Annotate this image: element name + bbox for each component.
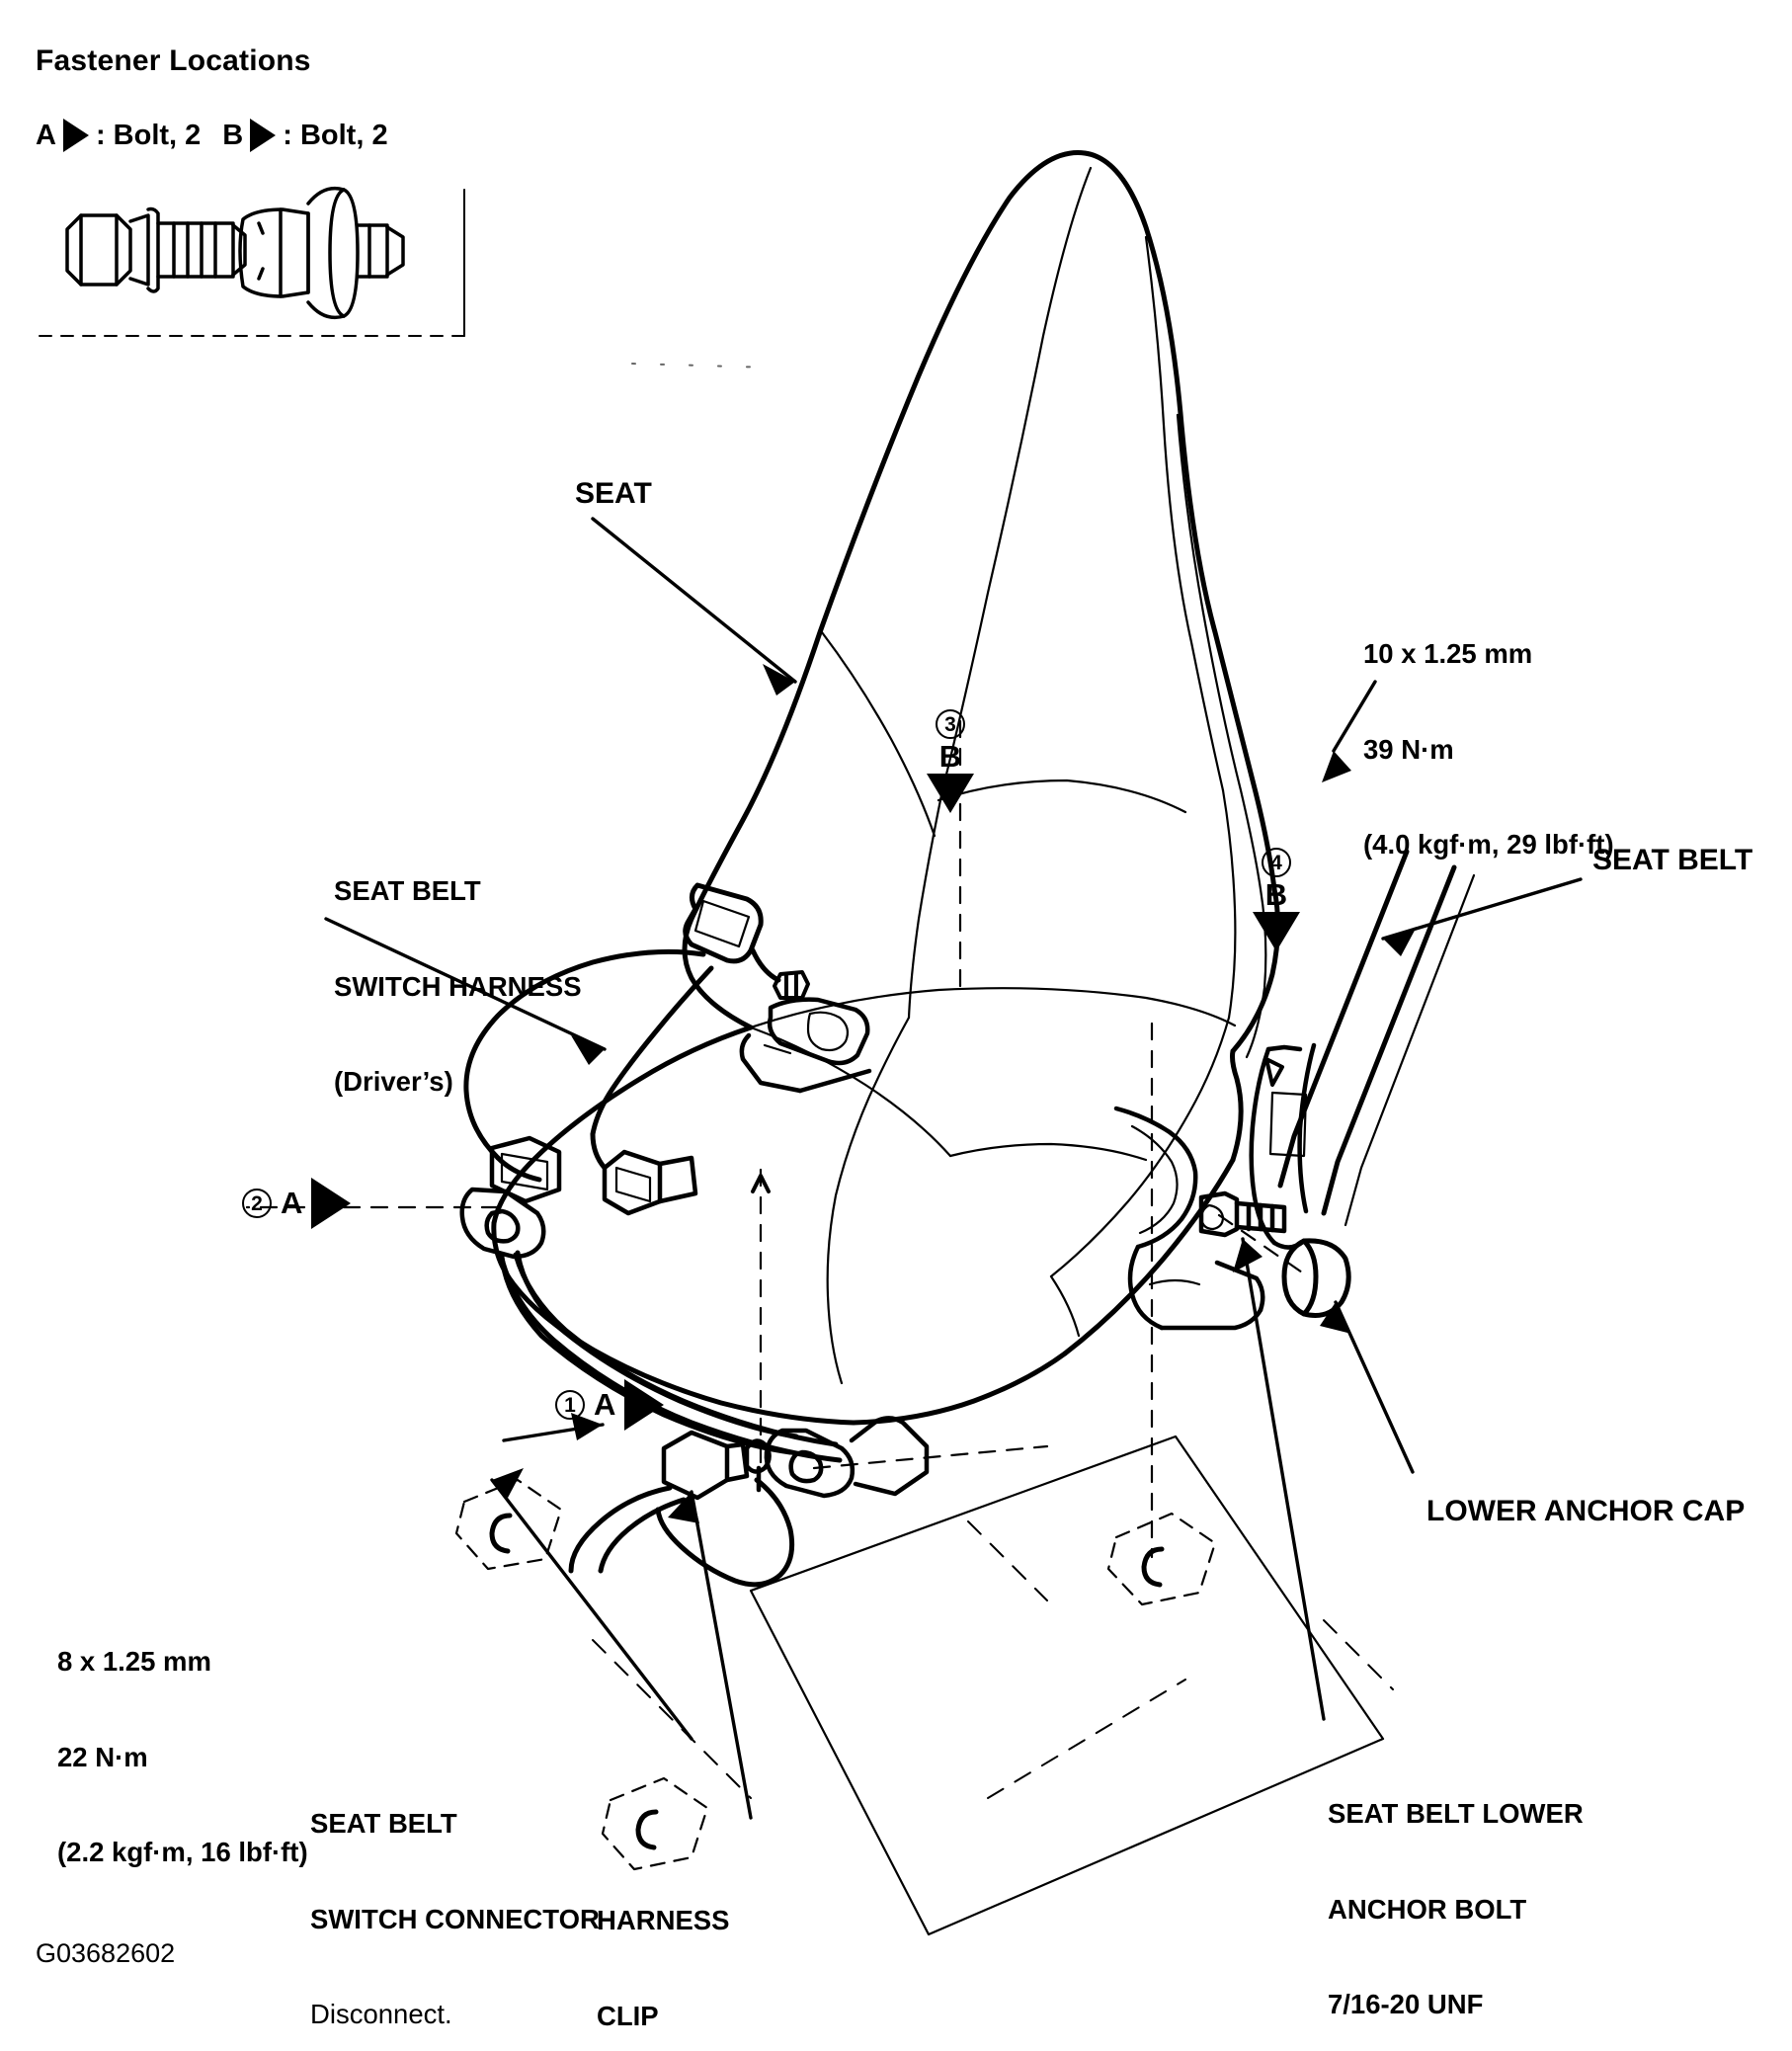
harness-line-1: SEAT BELT — [334, 875, 481, 907]
label-torque-lower: 8 x 1.25 mm 22 N·m (2.2 kgf·m, 16 lbf·ft… — [57, 1583, 308, 1932]
label-seat-belt-lower-anchor-bolt: SEAT BELT LOWER ANCHOR BOLT 7/16-20 UNF … — [1328, 1735, 1584, 2051]
triangle-right-icon — [250, 119, 277, 152]
seat-frame-bracket — [739, 997, 872, 1094]
callout-letter-a: A — [281, 1186, 303, 1220]
seat-belt-lower-anchor-bolt — [1198, 1190, 1287, 1238]
buckle-mount-bolt — [773, 970, 810, 1000]
switch-connector-note: Disconnect. — [310, 1999, 452, 2030]
floor-seam-lines — [592, 1520, 1394, 1799]
triangle-right-icon — [311, 1178, 352, 1229]
anchor-bolt-line-2: ANCHOR BOLT — [1328, 1893, 1527, 1925]
lower-harness-loop — [568, 1477, 795, 1588]
torque-lower-size: 8 x 1.25 mm — [57, 1646, 211, 1678]
seat-backrest — [689, 150, 1277, 922]
seat-belt-anchor-plate — [1249, 1042, 1317, 1250]
seat-cushion-seams — [749, 1016, 1231, 1385]
torque-lower-alt: (2.2 kgf·m, 16 lbf·ft) — [57, 1837, 308, 1868]
legend-item-b: B : Bolt, 2 — [222, 119, 388, 152]
seat-backrest-seams — [820, 166, 1263, 891]
seat-mount-foot-left — [459, 1187, 546, 1260]
floor-bolt-hole-2-center — [1141, 1546, 1165, 1588]
callout-number-1: 1 — [555, 1390, 585, 1420]
label-harness-clip: HARNESS CLIP Detach. — [597, 1842, 729, 2051]
switch-connector-line-2: SWITCH CONNECTOR — [310, 1903, 600, 1934]
triangle-down-icon — [927, 774, 974, 813]
label-seat-belt: SEAT BELT — [1592, 844, 1753, 876]
callout-number-3: 3 — [936, 709, 965, 739]
harness-connector-block — [602, 1149, 698, 1216]
seat-backrest-lower-seams — [749, 788, 1267, 1059]
label-lower-anchor-cap: LOWER ANCHOR CAP — [1426, 1495, 1746, 1527]
callout-1-bolt-a: 1 A — [555, 1379, 665, 1431]
seat-backrest-lower — [682, 886, 1281, 1054]
harness-clip — [744, 1438, 772, 1493]
seat-belt-buckle — [683, 882, 764, 964]
legend-item-a: A : Bolt, 2 — [36, 119, 201, 152]
seat-cushion — [491, 1025, 1244, 1426]
callout-number-2: 2 — [242, 1189, 272, 1218]
figure-code: G03682602 — [36, 1938, 176, 1968]
legend-key-b: B — [222, 119, 244, 151]
bolt-b-illustration — [238, 186, 405, 320]
torque-upper-alt: (4.0 kgf·m, 29 lbf·ft) — [1363, 829, 1614, 861]
floor-bolt-hole-1-center — [489, 1513, 513, 1554]
triangle-down-icon — [1253, 912, 1300, 951]
bolt-a-illustration — [65, 206, 247, 293]
label-seat-belt-switch-connector: SEAT BELT SWITCH CONNECTOR Disconnect. — [310, 1745, 600, 2051]
torque-upper-size: 10 x 1.25 mm — [1363, 638, 1533, 670]
seat-belt-buckle-stem — [750, 947, 781, 983]
seat-frame-right-detail — [1130, 1124, 1225, 1286]
triangle-right-icon — [62, 119, 89, 152]
vehicle-floor — [749, 1435, 1385, 1936]
harness-line-2: SWITCH HARNESS — [334, 970, 582, 1002]
label-seat-belt-switch-harness: SEAT BELT SWITCH HARNESS (Driver’s) — [334, 812, 582, 1162]
seat-frame-right — [1113, 1106, 1265, 1331]
harness-clip-line-2: CLIP — [597, 2000, 659, 2031]
legend-key-a: A — [36, 119, 56, 151]
torque-upper-nm: 39 N·m — [1363, 733, 1454, 765]
anchor-bolt-thread: 7/16-20 UNF — [1328, 1989, 1484, 2020]
callout-letter-a: A — [594, 1387, 616, 1422]
switch-connector-line-1: SEAT BELT — [310, 1808, 457, 1840]
label-seat: SEAT — [575, 477, 652, 510]
seat-frame-bracket-detail — [763, 1011, 850, 1055]
legend-text-a: : Bolt, 2 — [95, 119, 202, 151]
seat-belt-switch-connector — [661, 1430, 750, 1501]
scan-speckle — [631, 363, 772, 369]
callout-4-bolt-b: 4 B — [1253, 848, 1300, 951]
anchor-bolt-line-1: SEAT BELT LOWER — [1328, 1798, 1584, 1830]
seat-belt-slot — [1264, 1057, 1284, 1087]
callout-letter-b: B — [1264, 877, 1288, 912]
legend-text-b: : Bolt, 2 — [283, 119, 388, 151]
label-torque-upper: 10 x 1.25 mm 39 N·m (4.0 kgf·m, 29 lbf·f… — [1363, 575, 1614, 925]
callout-letter-b: B — [938, 739, 962, 774]
callout-3-bolt-b: 3 B — [927, 709, 974, 813]
floor-bolt-hole-1 — [454, 1478, 563, 1571]
centerline-arrow-marks — [751, 1174, 771, 1193]
seat-belt-buckle-detail — [693, 899, 751, 948]
fastener-locations-title: Fastener Locations — [36, 44, 311, 77]
torque-lower-nm: 22 N·m — [57, 1741, 148, 1772]
harness-clip-line-1: HARNESS — [597, 1905, 730, 1936]
seat-mount-foot-front-detail — [849, 1416, 930, 1497]
seat-belt-webbing-edge — [1344, 873, 1476, 1227]
harness-line-3: (Driver’s) — [334, 1066, 453, 1098]
lower-anchor-cap — [1281, 1238, 1351, 1318]
callout-2-bolt-a: 2 A — [242, 1178, 352, 1229]
triangle-right-icon — [624, 1379, 665, 1431]
harness-connector-block-detail — [614, 1166, 652, 1203]
seat-cushion-front-edge — [499, 1252, 843, 1463]
seat-belt-anchor-plate-detail — [1268, 1091, 1308, 1158]
seat-mount-foot-front — [764, 1428, 855, 1499]
fastener-legend: A : Bolt, 2 B : Bolt, 2 — [36, 119, 388, 152]
floor-bolt-hole-2 — [1106, 1512, 1217, 1606]
callout-number-4: 4 — [1262, 848, 1291, 877]
